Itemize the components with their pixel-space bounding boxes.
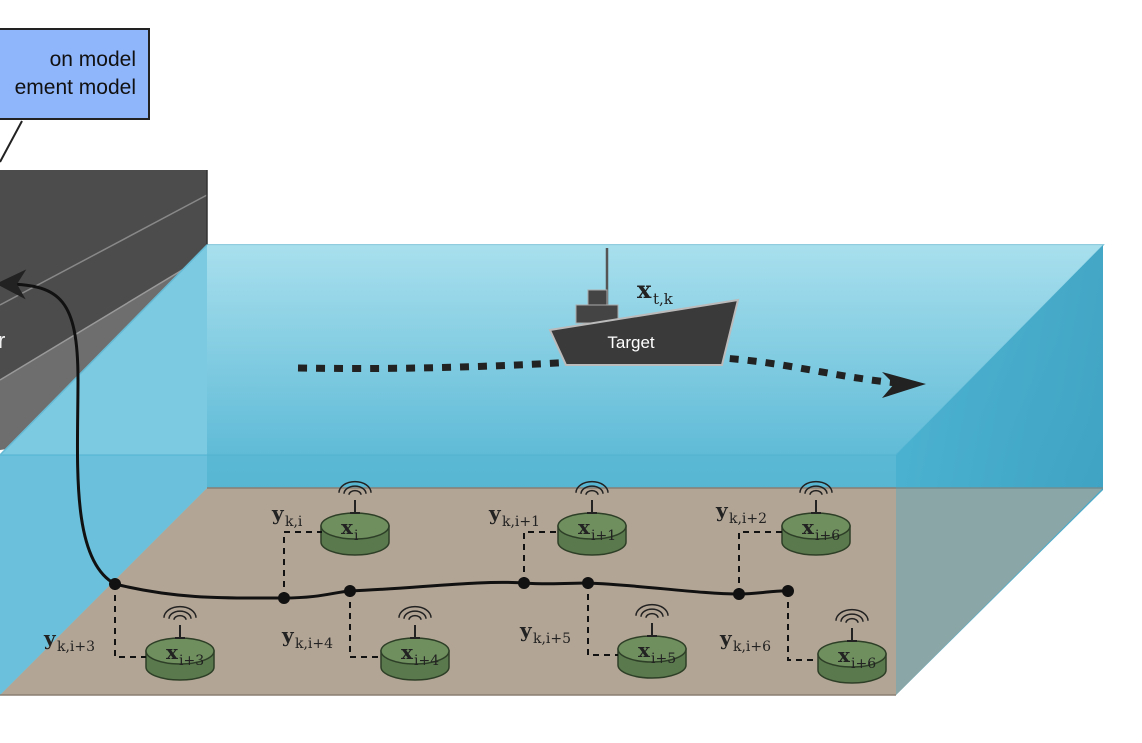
antenna-icon: [635, 603, 669, 637]
sensor-subscript: i+1: [591, 528, 616, 544]
measurement-link: [523, 531, 558, 583]
measurement-subscript: k,i+4: [295, 636, 333, 652]
sensor-symbol: x: [802, 515, 815, 539]
measurement-subscript: k,i+1: [502, 514, 540, 530]
antenna-icon: [799, 480, 833, 514]
antenna-icon: [398, 605, 432, 639]
trajectory-arrowhead: [882, 372, 926, 398]
measurement-link: [283, 531, 322, 598]
sensor-connectors: [114, 531, 818, 661]
measurement-link: [349, 591, 381, 658]
sensor-subscript: i: [354, 528, 359, 544]
sensor-subscript: i+6: [815, 528, 840, 544]
sensor-symbol: x: [838, 643, 851, 667]
sensor-subscript: i+5: [651, 651, 676, 667]
measurement-subscript: k,i+5: [533, 631, 571, 647]
measurement-symbol: y: [488, 501, 502, 525]
sensor-subscript: i+4: [414, 653, 439, 669]
sensor-subscript: i+3: [179, 653, 204, 669]
antenna-icon: [163, 605, 197, 639]
callout-line-2: ement model: [14, 76, 136, 99]
measurement-subscript: k,i+3: [57, 639, 95, 655]
measurement-symbol: y: [43, 626, 57, 650]
measurement-symbol: y: [519, 618, 533, 642]
measurement-symbol: y: [281, 623, 295, 647]
measurement-symbol: y: [715, 498, 729, 522]
measurement-subscript: k,i+6: [733, 639, 771, 655]
measurement-link: [738, 531, 782, 594]
water-left-face: [0, 245, 207, 695]
measurement-subscript: k,i: [285, 514, 303, 530]
measurement-subscript: k,i+2: [729, 511, 767, 527]
sensor-symbol: x: [401, 640, 414, 664]
communication-path: [0, 269, 116, 586]
target-state-symbol: x: [637, 275, 652, 304]
sensor-symbol: x: [638, 638, 651, 662]
measurement-symbol: y: [271, 501, 285, 525]
network-backbone: [114, 580, 789, 600]
antenna-icon: [338, 480, 372, 514]
antenna-icon: [575, 480, 609, 514]
sensor-symbol: x: [341, 515, 354, 539]
measurement-link: [587, 583, 618, 656]
target-trajectory: [297, 353, 911, 388]
model-callout: on model ement model: [0, 28, 150, 120]
antenna-icon: [835, 608, 869, 642]
measurement-symbol: y: [719, 626, 733, 650]
measurement-link: [787, 591, 818, 661]
callout-line-1: on model: [49, 48, 136, 71]
target-label: Target: [607, 333, 655, 352]
box-fragment-label: r: [0, 328, 5, 353]
water-front: [207, 245, 1103, 490]
target-state-subscript: t,k: [653, 290, 674, 308]
target-ship: Target x t,k: [548, 248, 740, 366]
sensor-symbol: x: [166, 640, 179, 664]
callout-pointer: [0, 120, 23, 163]
sensor-subscript: i+6: [851, 656, 876, 672]
measurement-link: [114, 584, 146, 658]
sensor-symbol: x: [578, 515, 591, 539]
